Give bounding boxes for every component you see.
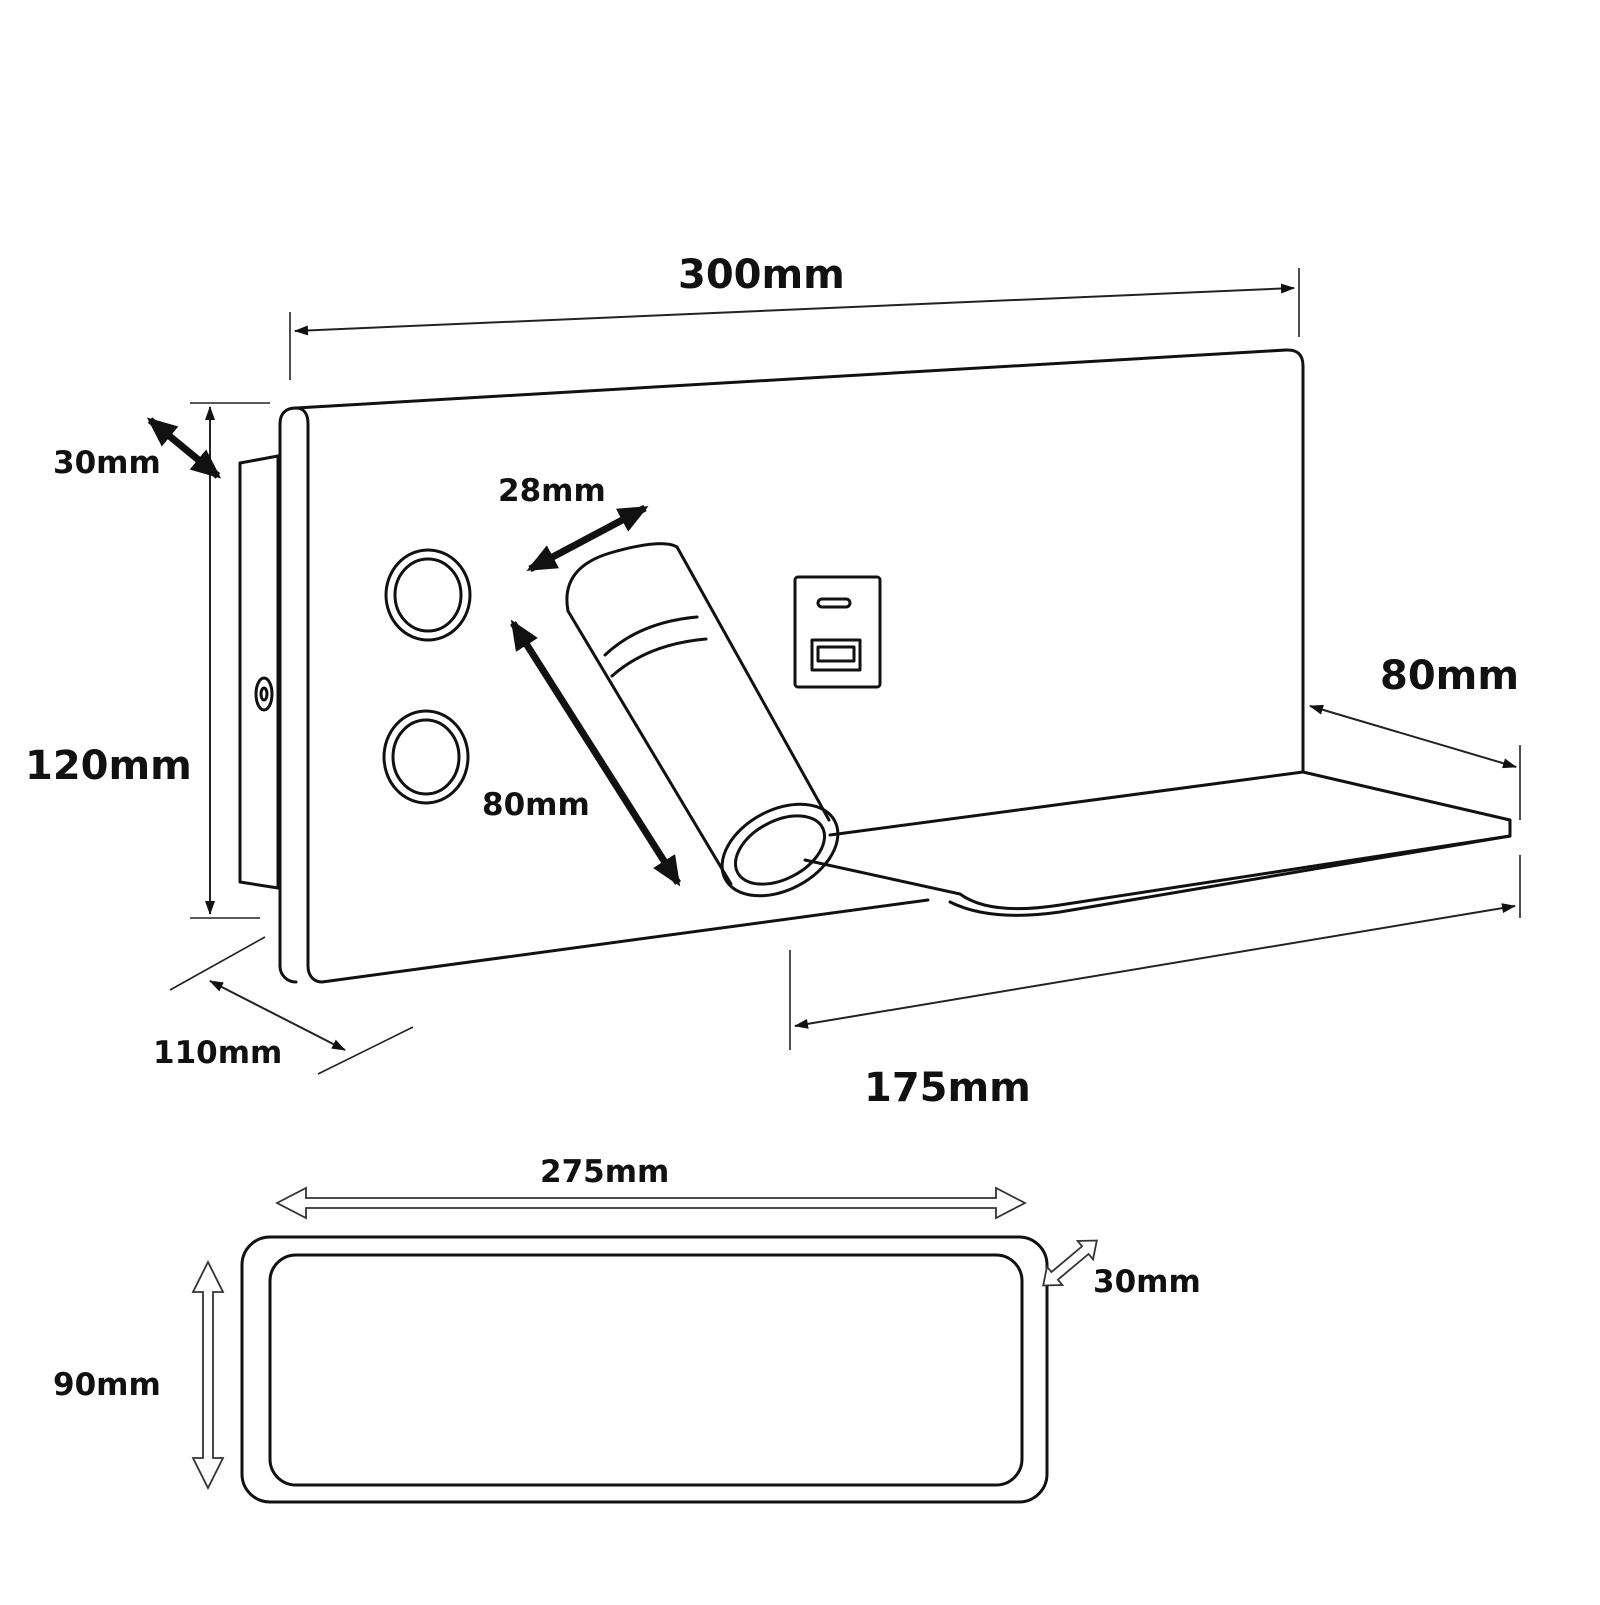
dimension-label-cutout-height: 90mm <box>53 1367 161 1403</box>
dimension-lines <box>146 268 1521 1075</box>
dimension-label-shelf-width: 175mm <box>864 1065 1031 1111</box>
dimension-label-cutout-depth: 30mm <box>1093 1264 1201 1300</box>
dimension-label-spot-diameter: 28mm <box>498 473 606 509</box>
spotlight-icon <box>565 542 840 898</box>
cutout-dimensions <box>191 1186 1098 1491</box>
usb-port-icon <box>793 575 882 689</box>
dimension-label-base-depth: 110mm <box>153 1035 283 1071</box>
wall-box <box>238 454 280 890</box>
dimension-label-spot-length: 80mm <box>482 787 590 823</box>
shelf <box>803 770 1512 917</box>
touch-button-icon <box>384 548 472 642</box>
dimension-label-cutout-width: 275mm <box>540 1154 670 1190</box>
side-switch-icon <box>254 676 274 712</box>
dimension-label-shelf-depth: 80mm <box>1380 653 1520 699</box>
cutout-frame <box>240 1235 1049 1504</box>
touch-button-icon <box>382 709 470 805</box>
dimension-label-height: 120mm <box>25 743 192 789</box>
dimension-label-width: 300mm <box>678 252 845 298</box>
back-panel <box>278 348 1305 984</box>
dimension-label-corner-depth: 30mm <box>53 445 161 481</box>
